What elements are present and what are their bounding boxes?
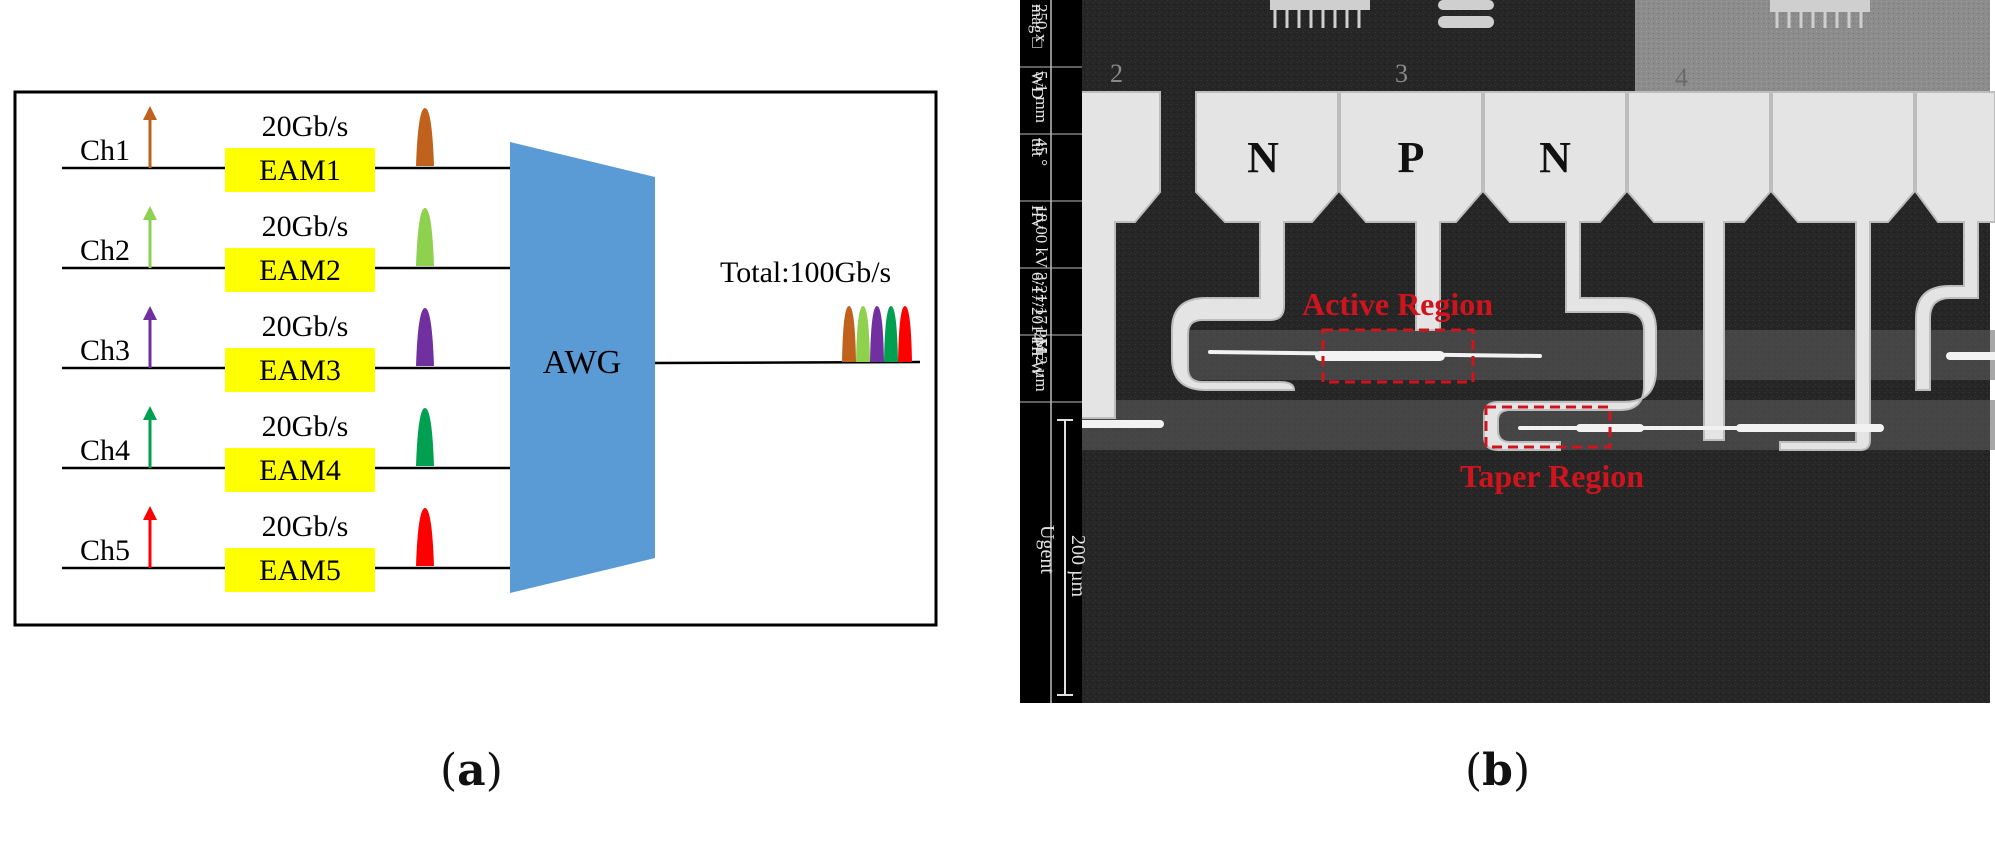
rate-label: 20Gb/s [262,510,349,543]
channel-label: Ch4 [80,434,130,467]
pad-label-p: P [1398,133,1425,182]
awg-block [510,142,655,593]
pad-number-3: 3 [1395,59,1408,88]
caption-a: (a) [440,745,503,796]
info-bar-value: 45 ° [1032,138,1051,166]
info-bar-label: HV [1028,205,1047,230]
top-probe-pads [1270,0,1870,28]
transmitter-diagram: Ch1EAM120Gb/sCh2EAM220Gb/sCh3EAM320Gb/sC… [13,90,938,627]
info-bar-label: mag □ [1028,4,1047,48]
channel-label: Ch1 [80,134,130,167]
modulated-pulse [416,508,434,566]
caption-b: (b) [1465,745,1531,796]
info-bar-label: WD [1028,71,1047,99]
taper-region-box [1484,405,1612,449]
rate-label: 20Gb/s [262,310,349,343]
info-bar-value: 512 µm [1032,339,1051,392]
carrier-arrow-head [143,306,157,320]
top-probe-teeth [1273,10,1863,28]
eam-box [225,548,375,592]
sem-image: N P N 2 3 4 Active Region Taper Region m… [1020,0,1995,703]
scale-bar-label: 200 µm [1067,535,1089,598]
active-region-label: Active Region [1302,286,1493,322]
awg-label: AWG [543,344,621,381]
taper-region-label: Taper Region [1460,458,1644,494]
pad-label-n-right: N [1539,133,1571,182]
info-bar-value: 3:21:17 PM [1032,272,1051,353]
carrier-arrow-head [143,206,157,220]
eam-box [225,248,375,292]
info-bar-label: HFW [1028,339,1047,378]
modulated-pulse [416,208,434,266]
channel-label: Ch3 [80,334,130,367]
channel-label: Ch5 [80,534,130,567]
eam-box [225,148,375,192]
eam-label: EAM5 [259,554,341,587]
info-bar-value: 18.00 kV [1032,205,1051,269]
pad-label-n-left: N [1247,133,1279,182]
eam-label: EAM4 [259,454,341,487]
active-region-box [1321,328,1475,384]
output-pulse [898,306,912,362]
total-rate-label: Total:100Gb/s [720,256,891,289]
panel-b-micrograph: N P N 2 3 4 Active Region Taper Region m… [1020,0,1995,840]
output-line [654,360,921,365]
eam-label: EAM1 [259,154,341,187]
bond-pads [1059,91,1995,451]
carrier-arrow-head [143,506,157,520]
rate-label: 20Gb/s [262,110,349,143]
diagram-frame [13,90,938,627]
output-pulse [856,306,870,362]
pad-number-2: 2 [1110,59,1123,88]
eam-label: EAM2 [259,254,341,287]
output-pulse [870,306,884,362]
output-pulse [884,306,898,362]
channel-label: Ch2 [80,234,130,267]
rate-label: 20Gb/s [262,410,349,443]
output-pulse [842,306,856,362]
output-pulses [842,306,912,362]
pad-number-4: 4 [1675,63,1688,92]
info-bar-label: tilt [1028,138,1047,157]
info-bar-value: 5.1 mm [1032,71,1051,123]
carrier-arrow-head [143,406,157,420]
rate-label: 20Gb/s [262,210,349,243]
modulated-pulse [416,108,434,166]
eam-box [225,448,375,492]
modulated-pulse [416,408,434,466]
channels-group: Ch1EAM120Gb/sCh2EAM220Gb/sCh3EAM320Gb/sC… [62,106,510,592]
carrier-arrow-head [143,106,157,120]
institution-label: Ugent [1036,525,1058,574]
eam-label: EAM3 [259,354,341,387]
info-bar-value: 250 x [1032,4,1051,43]
info-bar-label: 6/17/2014 [1028,272,1047,341]
eam-box [225,348,375,392]
modulated-pulse [416,308,434,366]
